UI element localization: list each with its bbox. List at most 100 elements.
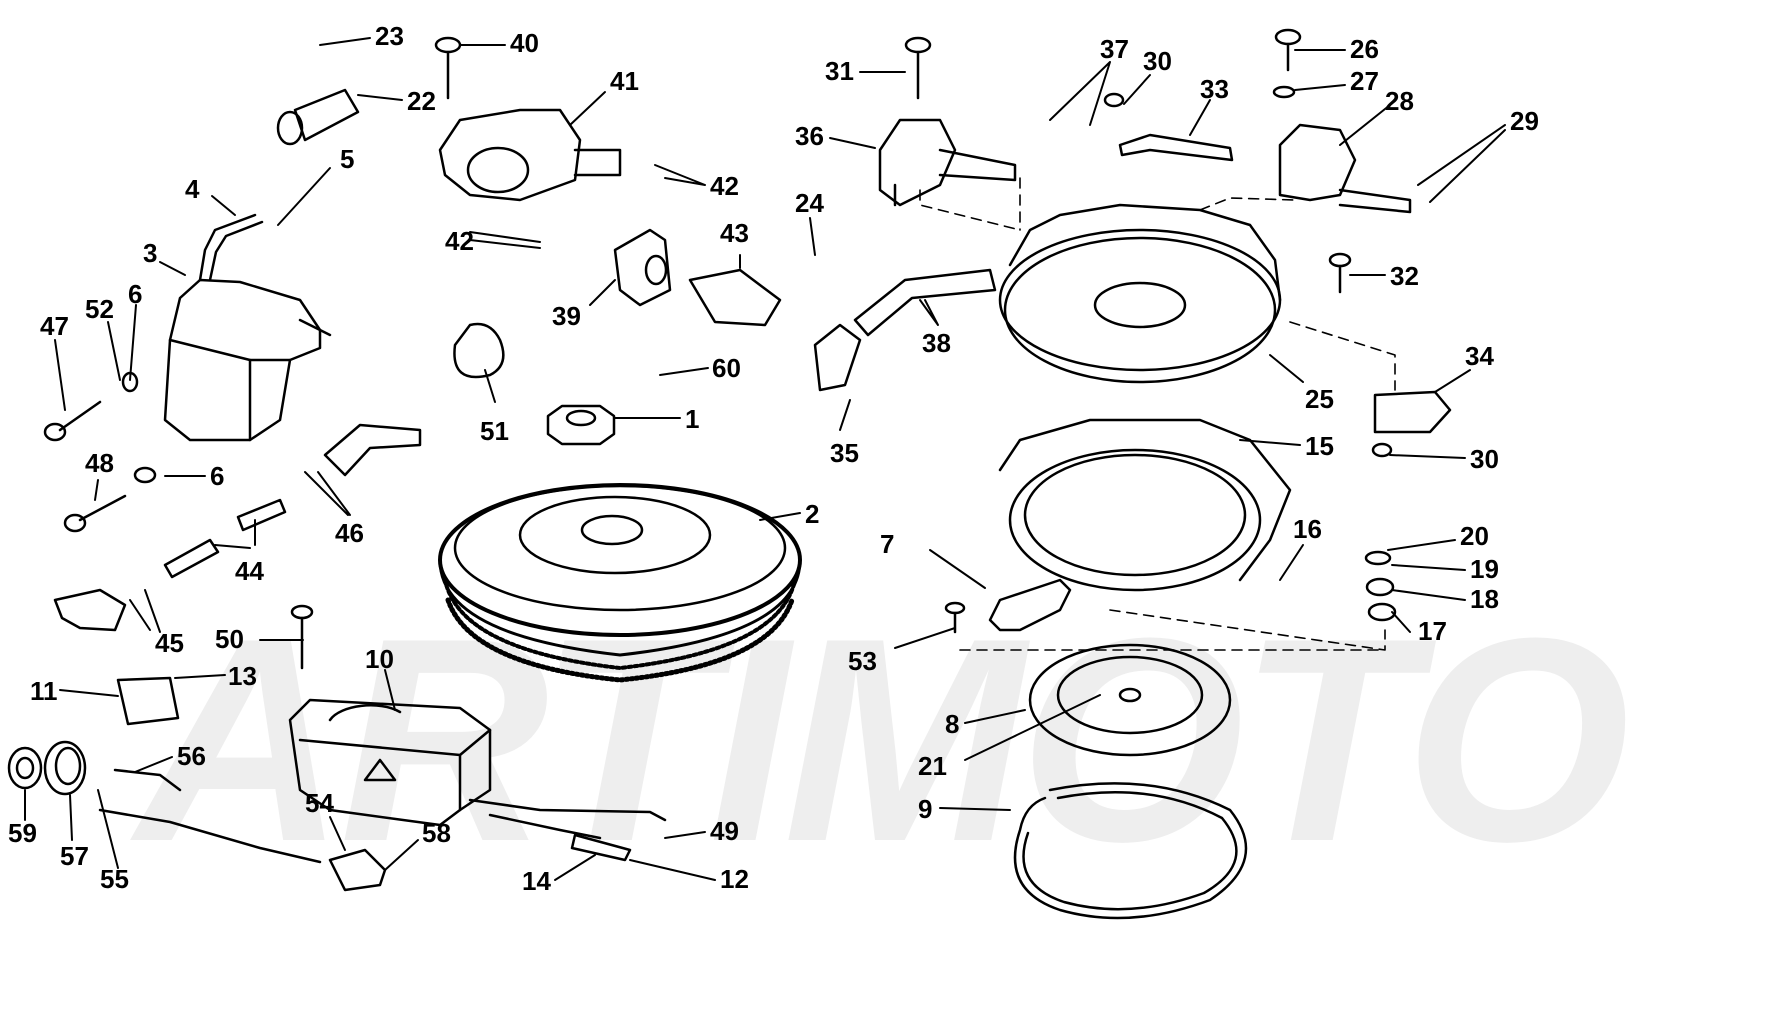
sensor-part [988, 578, 1072, 632]
callout-6b: 6 [210, 461, 224, 491]
callout-39: 39 [552, 301, 581, 331]
flywheel-part [438, 483, 802, 683]
callout-15: 15 [1305, 431, 1334, 461]
callout-45: 45 [155, 628, 184, 658]
connector-22-part [276, 88, 360, 146]
callout-54: 54 [305, 788, 334, 818]
retainer-plate-part [998, 418, 1292, 592]
screw-31-part [904, 36, 932, 100]
callout-9: 9 [918, 794, 932, 824]
callout-10: 10 [365, 644, 394, 674]
watermark: ARTIMOTO [127, 578, 1626, 902]
callout-42b: 42 [710, 171, 739, 201]
callout-58: 58 [422, 818, 451, 848]
callout-4: 4 [185, 174, 200, 204]
callout-21: 21 [918, 751, 947, 781]
callout-36: 36 [795, 121, 824, 151]
callout-48: 48 [85, 448, 114, 478]
wire-harness-part [468, 798, 667, 840]
callout-32: 32 [1390, 261, 1419, 291]
callout-34: 34 [1465, 341, 1494, 371]
terminal-12-part [570, 833, 632, 862]
assembly-lines [919, 177, 1396, 651]
shield-part [1373, 390, 1452, 434]
callout-53: 53 [848, 646, 877, 676]
callout-16: 16 [1293, 514, 1322, 544]
callout-55: 55 [100, 864, 129, 894]
callout-51: 51 [480, 416, 509, 446]
callout-30b: 30 [1470, 444, 1499, 474]
callout-5: 5 [340, 144, 354, 174]
callout-46: 46 [335, 518, 364, 548]
boot-45-part [53, 588, 127, 632]
connector-11-part [116, 676, 180, 726]
callout-52: 52 [85, 294, 114, 324]
callout-49: 49 [710, 816, 739, 846]
leader-lines [24, 37, 1506, 881]
charge-coil-part [878, 118, 1017, 207]
screw-32-part [1328, 252, 1352, 294]
connector-43-part [688, 268, 782, 327]
callout-13: 13 [228, 661, 257, 691]
sleeve-44-part [163, 498, 287, 579]
callout-24: 24 [795, 188, 824, 218]
callout-17: 17 [1418, 616, 1447, 646]
bushing-57-part [43, 740, 87, 796]
callout-29: 29 [1510, 106, 1539, 136]
callout-18: 18 [1470, 584, 1499, 614]
callout-60: 60 [712, 353, 741, 383]
callout-25: 25 [1305, 384, 1334, 414]
callout-33: 33 [1200, 74, 1229, 104]
nut-59-part [7, 746, 43, 790]
bolt-50-part [290, 604, 314, 670]
callout-42a: 42 [445, 226, 474, 256]
callout-6a: 6 [128, 279, 142, 309]
bolt-47-part [43, 400, 102, 442]
callout-44: 44 [235, 556, 264, 586]
callout-35: 35 [830, 438, 859, 468]
callout-38: 38 [922, 328, 951, 358]
clamp-51-part [453, 322, 505, 379]
screw-40-part [434, 36, 462, 100]
callout-2: 2 [805, 499, 819, 529]
armature-plate-part [1028, 643, 1232, 757]
callout-50: 50 [215, 624, 244, 654]
connector-54-58-part [328, 848, 387, 892]
timer-base-part [998, 203, 1282, 384]
callout-56: 56 [177, 741, 206, 771]
callout-3: 3 [143, 238, 157, 268]
rectifier-module-part [438, 108, 622, 202]
hose-38-part [853, 268, 997, 337]
spark-plug-cap-35-part [813, 323, 862, 392]
sensor-coil-part [1278, 123, 1412, 214]
callout-22: 22 [407, 86, 436, 116]
lead-wire-part [98, 768, 322, 864]
callout-labels: 1 2 3 4 5 6 6 7 8 9 10 11 12 13 14 15 16… [8, 21, 1539, 896]
screw-30-part [1103, 92, 1393, 458]
bolt-48-part [63, 494, 127, 533]
callout-19: 19 [1470, 554, 1499, 584]
callout-30a: 30 [1143, 46, 1172, 76]
callout-31: 31 [825, 56, 854, 86]
callout-14: 14 [522, 866, 551, 896]
callout-8: 8 [945, 709, 959, 739]
boot-46-part [323, 423, 422, 477]
callout-23: 23 [375, 21, 404, 51]
callout-20: 20 [1460, 521, 1489, 551]
callout-41: 41 [610, 66, 639, 96]
callout-37: 37 [1100, 34, 1129, 64]
terminal-block-39-part [613, 228, 672, 307]
callout-47: 47 [40, 311, 69, 341]
callout-28: 28 [1385, 86, 1414, 116]
callout-12: 12 [720, 864, 749, 894]
shunt-bar-part [1118, 133, 1234, 162]
ignition-coil-part [163, 213, 332, 442]
callout-27: 27 [1350, 66, 1379, 96]
callout-26: 26 [1350, 34, 1379, 64]
callout-59: 59 [8, 818, 37, 848]
washers-part [121, 85, 1397, 622]
callout-1: 1 [685, 404, 699, 434]
callout-7: 7 [880, 529, 894, 559]
